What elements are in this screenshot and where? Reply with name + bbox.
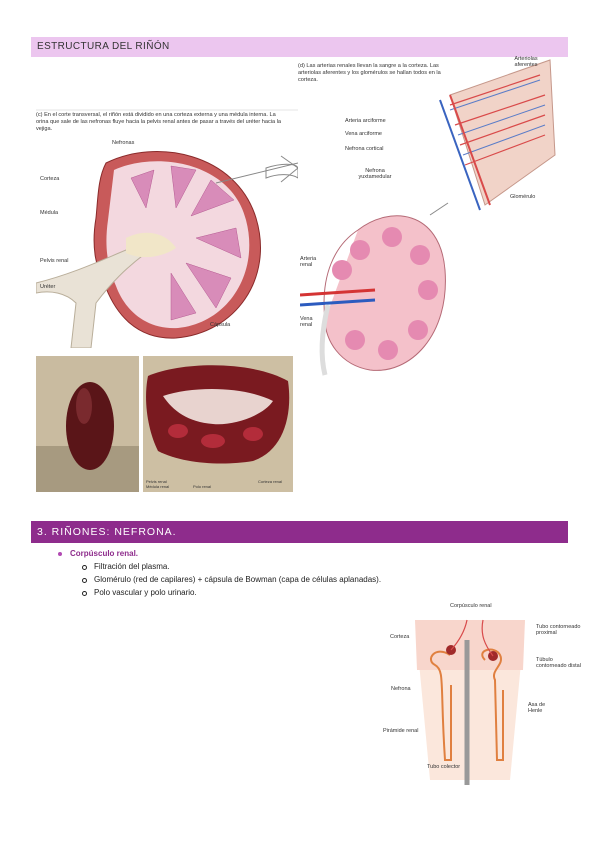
label-medula: Médula bbox=[40, 210, 59, 216]
label-photo-medula-renal: Médula renal bbox=[146, 484, 170, 489]
label-arteria-arciforme: Arteria arciforme bbox=[345, 118, 386, 124]
list-item: Polo vascular y polo urinario. bbox=[82, 588, 381, 597]
kidney-photo-whole bbox=[36, 356, 139, 492]
section-header-nefrona: 3. RIÑONES: NEFRONA. bbox=[31, 521, 568, 543]
section-title: 3. RIÑONES: NEFRONA. bbox=[37, 526, 177, 538]
label-capsula: Cápsula bbox=[210, 322, 231, 328]
renal-circulation-figure bbox=[300, 59, 556, 376]
kidney-cross-section-figure bbox=[36, 109, 298, 348]
label-pelvis-renal: Pelvis renal bbox=[40, 258, 69, 264]
label-photo-corteza-renal: Corteza renal bbox=[258, 479, 283, 484]
figure-c-caption: (c) En el corte transversal, el riñón es… bbox=[36, 112, 282, 132]
label-tubo-colector: Tubo colector bbox=[427, 764, 461, 770]
label-tubo-proximal: Tubo contorneado proximal bbox=[536, 624, 581, 636]
label-nefrona-cortical: Nefrona cortical bbox=[345, 146, 384, 152]
label-nefrona-yuxtamedular: Nefrona yuxtamedular bbox=[358, 168, 392, 180]
label-glomerulo: Glomérulo bbox=[510, 194, 536, 200]
label-corteza-nefrona: Corteza bbox=[390, 634, 410, 640]
nephron-figure bbox=[415, 619, 525, 785]
list-item: Glomérulo (red de capilares) + cápsula d… bbox=[82, 575, 381, 584]
label-arteriolas-aferentes: Arteriolas aferentes bbox=[514, 56, 538, 68]
label-nefronas: Nefronas bbox=[112, 140, 135, 146]
section-title: ESTRUCTURA DEL RIÑÓN bbox=[37, 41, 170, 52]
label-nefrona: Nefrona bbox=[391, 686, 411, 692]
label-photo-polo-renal: Polo renal bbox=[193, 484, 212, 489]
label-vena-arciforme: Vena arciforme bbox=[345, 131, 382, 137]
label-corteza: Corteza bbox=[40, 176, 60, 182]
label-tubulo-distal: Túbulo contorneado distal bbox=[536, 657, 581, 669]
label-corpusculo-renal: Corpúsculo renal bbox=[450, 603, 492, 609]
figure-d-caption: (d) Las arterias renales llevan la sangr… bbox=[298, 63, 441, 83]
section-header-estructura: ESTRUCTURA DEL RIÑÓN bbox=[31, 37, 568, 57]
label-ureter: Uréter bbox=[40, 284, 56, 290]
list-item: Filtración del plasma. bbox=[82, 562, 381, 571]
kidney-photo-section bbox=[143, 356, 293, 492]
bullet-list: Corpúsculo renal. Filtración del plasma.… bbox=[58, 549, 381, 601]
label-piramide-renal: Pirámide renal bbox=[383, 728, 419, 734]
label-vena-renal: Vena renal bbox=[300, 316, 313, 328]
label-asa-de-henle: Asa de Henle bbox=[528, 702, 546, 714]
label-photo-pelvis-renal: Pelvis renal bbox=[146, 479, 167, 484]
label-arteria-renal: Arteria renal bbox=[300, 256, 317, 268]
list-heading: Corpúsculo renal. bbox=[58, 549, 381, 558]
